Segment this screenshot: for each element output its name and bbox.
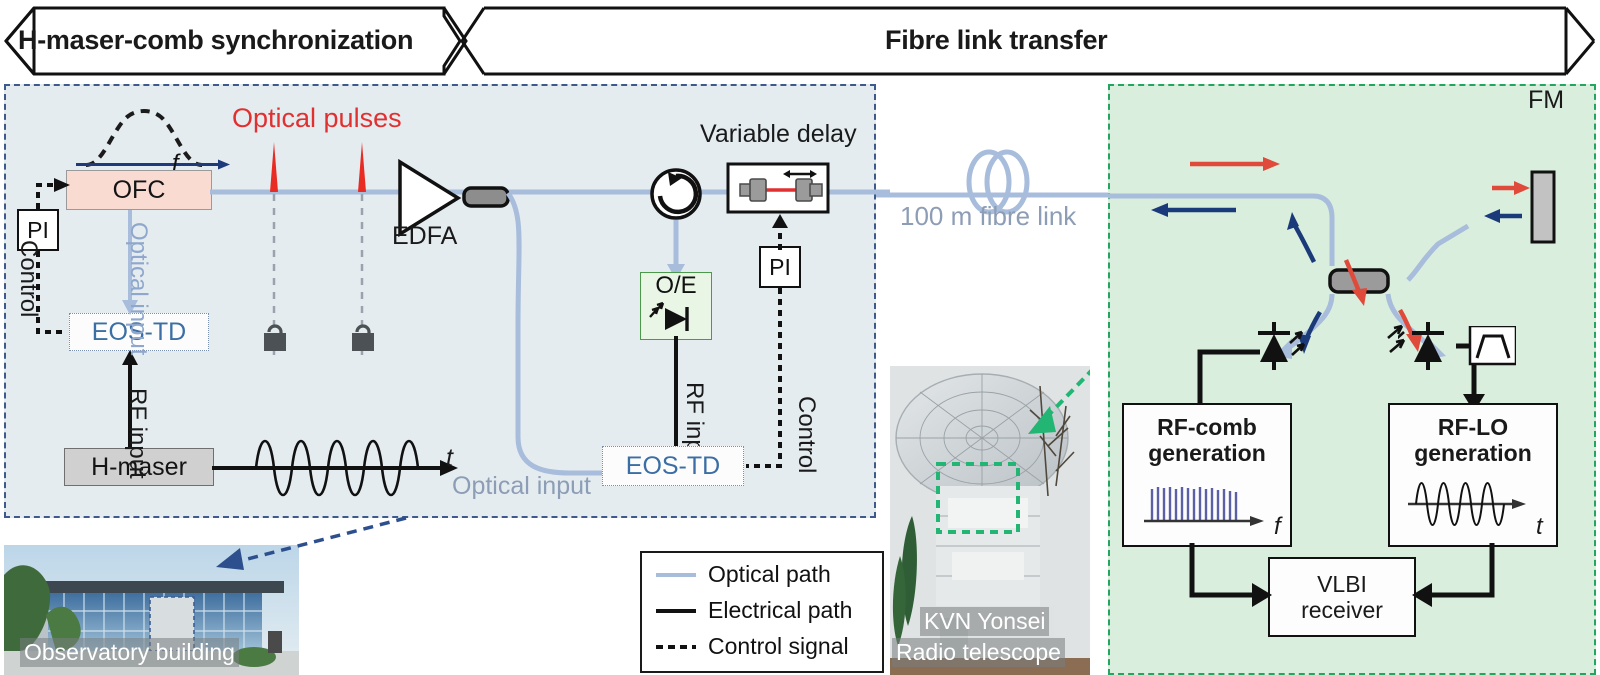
observatory-photo-caption: Observatory building [20, 638, 239, 667]
photodiode-icon-2 [1398, 322, 1444, 370]
eos-td-block-right[interactable]: EOS-TD [602, 446, 744, 486]
comb-to-vlbi-arrow [1189, 543, 1272, 607]
edfa-label: EDFA [392, 222, 458, 250]
pi-label-left: PI [27, 216, 49, 243]
telescope-callout-line [1028, 369, 1090, 434]
legend-swatch-optical [656, 572, 696, 577]
rf-comb-line1: RF-comb [1157, 414, 1257, 440]
left-wiring [36, 178, 138, 448]
rf-lo-line2: generation [1414, 439, 1532, 466]
legend-label-optical: Optical path [708, 561, 831, 587]
vlbi-receiver-block[interactable]: VLBI receiver [1268, 557, 1416, 637]
observatory-callout-line [216, 516, 407, 570]
banner-left-label: H-maser-comb synchronization [18, 25, 414, 55]
lo-to-vlbi-arrow [1412, 543, 1495, 607]
legend-swatch-electrical [656, 608, 696, 613]
variable-delay-label: Variable delay [700, 120, 857, 148]
eos-td-block-left[interactable]: EOS-TD [69, 313, 209, 351]
pi-block-left[interactable]: PI [17, 209, 59, 251]
telescope-photo: KVN Yonsei Radio telescope [890, 366, 1090, 675]
variable-delay-icon[interactable] [726, 162, 830, 214]
control-label-1: Control [15, 240, 42, 318]
fibre-link-icon [876, 149, 1116, 215]
rf-comb-line2: generation [1148, 439, 1266, 466]
eos-td-label-left: EOS-TD [91, 317, 187, 346]
legend-item-electrical: Electrical path [654, 597, 852, 624]
ofc-label: OFC [112, 175, 166, 204]
circulator-icon[interactable] [648, 166, 704, 222]
comb-axis-label: f [1274, 513, 1281, 540]
telescope-photo-caption-2: Radio telescope [892, 638, 1065, 667]
pd1-electrical-path [1197, 349, 1260, 412]
comb-spectrum-icon [76, 107, 230, 170]
eos-td-label-right: EOS-TD [625, 451, 721, 480]
lo-axis-label: t [1536, 513, 1543, 540]
pi-block-right[interactable]: PI [759, 246, 801, 288]
rf-lo-line1: RF-LO [1437, 414, 1509, 440]
legend-swatch-control [656, 644, 696, 649]
legend-label-electrical: Electrical path [708, 597, 853, 623]
fm-label: FM [1528, 86, 1565, 114]
photodiode-icon [649, 301, 689, 331]
optical-input-label-1: Optical input [125, 222, 152, 356]
h-maser-label: H-maser [91, 452, 187, 481]
pd2-input-arrows [1387, 324, 1406, 353]
telescope-photo-caption-1: KVN Yonsei [920, 607, 1050, 636]
spectrum-freq-axis-label: f [172, 150, 179, 177]
legend-label-control: Control signal [708, 633, 849, 659]
rf-comb-generation-block[interactable]: RF-comb generation f [1122, 403, 1292, 547]
rf-input-label-1: RF input [124, 388, 151, 479]
rf-lo-waveform-icon [1408, 481, 1526, 526]
observatory-photo: Observatory building [4, 545, 299, 675]
eos-to-pi-control [746, 288, 782, 468]
pi-to-delay-arrow [772, 214, 788, 250]
pi-label-right: PI [769, 253, 791, 280]
right-panel-optics [1108, 157, 1556, 359]
oe-label: O/E [655, 272, 697, 299]
control-label-2: Control [793, 396, 820, 474]
fibre-link-label: 100 m fibre link [900, 201, 1077, 231]
banner-right-label: Fibre link transfer [885, 25, 1108, 55]
legend-item-optical: Optical path [654, 561, 831, 588]
legend: Optical path Electrical path Control sig… [640, 551, 884, 673]
rf-comb-spectrum-icon [1144, 486, 1264, 526]
banner-arrows [4, 6, 1596, 76]
photodiode-icon-1 [1258, 322, 1306, 370]
ofc-block[interactable]: OFC [66, 170, 212, 210]
h-maser-block[interactable]: H-maser [64, 448, 214, 486]
lock-icon-2 [352, 324, 374, 351]
vlbi-line2: receiver [1301, 597, 1383, 623]
edfa-icon[interactable] [394, 158, 514, 240]
legend-item-control: Control signal [654, 633, 849, 660]
lock-icon-1 [264, 324, 286, 351]
bandpass-filter-icon [1456, 326, 1516, 366]
hmaser-waveform-icon [212, 439, 458, 497]
rf-lo-generation-block[interactable]: RF-LO generation t [1388, 403, 1558, 547]
vlbi-line1: VLBI [1317, 570, 1367, 597]
time-axis-label-left: t [446, 444, 453, 472]
optical-pulses-label: Optical pulses [232, 103, 402, 133]
optical-input-label-2: Optical input [452, 472, 591, 500]
oe-block[interactable]: O/E [640, 272, 712, 340]
